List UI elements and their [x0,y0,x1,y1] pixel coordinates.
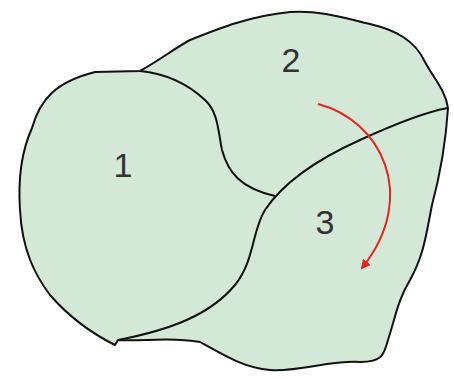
border-1-3 [118,108,448,340]
region-number: 2 [282,43,301,77]
region-number: 3 [316,205,335,239]
outer-outline [20,12,449,371]
region-number: 1 [114,148,133,182]
border-1-2 [140,71,275,196]
movement-arrow [318,104,390,268]
